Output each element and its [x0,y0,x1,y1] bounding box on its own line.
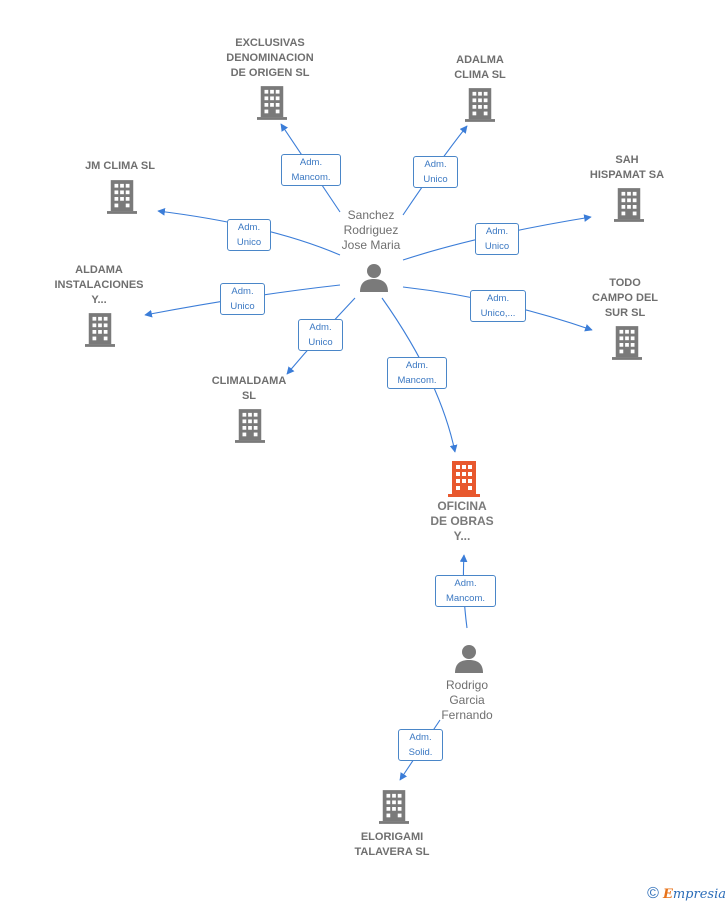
relation-label-aldama: Adm. Unico [220,283,265,315]
relation-label-climaldama: Adm. Unico [298,319,343,351]
company-name-jmclima[interactable]: JM CLIMA SL [85,160,155,172]
company-name-todo[interactable]: TODO CAMPO DEL SUR SL [592,277,658,319]
building-icon [448,461,480,497]
person-name-sanchez[interactable]: Sanchez Rodriguez Jose Maria [341,208,401,252]
person-name-rodrigo[interactable]: Rodrigo Garcia Fernando [441,678,493,722]
building-icon [85,313,115,347]
relation-label-jmclima: Adm. Unico [227,219,271,251]
company-name-exclusivas[interactable]: EXCLUSIVAS DENOMINACION DE ORIGEN SL [226,37,314,79]
relation-label-sah: Adm. Unico [475,223,519,255]
company-name-elorigami[interactable]: ELORIGAMI TALAVERA SL [354,831,430,858]
relation-label-elorigami: Adm. Solid. [398,729,443,761]
company-name-sah[interactable]: SAH HISPAMAT SA [589,154,665,181]
building-icon [379,790,409,824]
building-icon [235,409,265,443]
building-icon [257,86,287,120]
copyright-footer: © Empresia [647,885,726,903]
building-icon [465,88,495,122]
company-name-adalma[interactable]: ADALMA CLIMA SL [454,54,506,81]
copyright-icon: © [647,885,659,902]
relation-label-oficina-rodrigo: Adm. Mancom. [435,575,496,607]
relation-label-exclusivas: Adm. Mancom. [281,154,341,186]
relation-label-adalma: Adm. Unico [413,156,458,188]
relation-label-oficina-sanchez: Adm. Mancom. [387,357,447,389]
company-name-climaldama[interactable]: CLIMALDAMA SL [211,375,287,402]
brand-logo[interactable]: Empresia [662,886,726,902]
relation-label-todo: Adm. Unico,... [470,290,526,322]
building-icon [614,188,644,222]
building-icon [107,180,137,214]
company-name-oficina[interactable]: OFICINA DE OBRAS Y... [430,499,494,543]
building-icon [612,326,642,360]
person-icon [455,645,483,673]
person-icon [360,264,388,292]
company-name-aldama[interactable]: ALDAMA INSTALACIONES Y... [54,264,144,306]
